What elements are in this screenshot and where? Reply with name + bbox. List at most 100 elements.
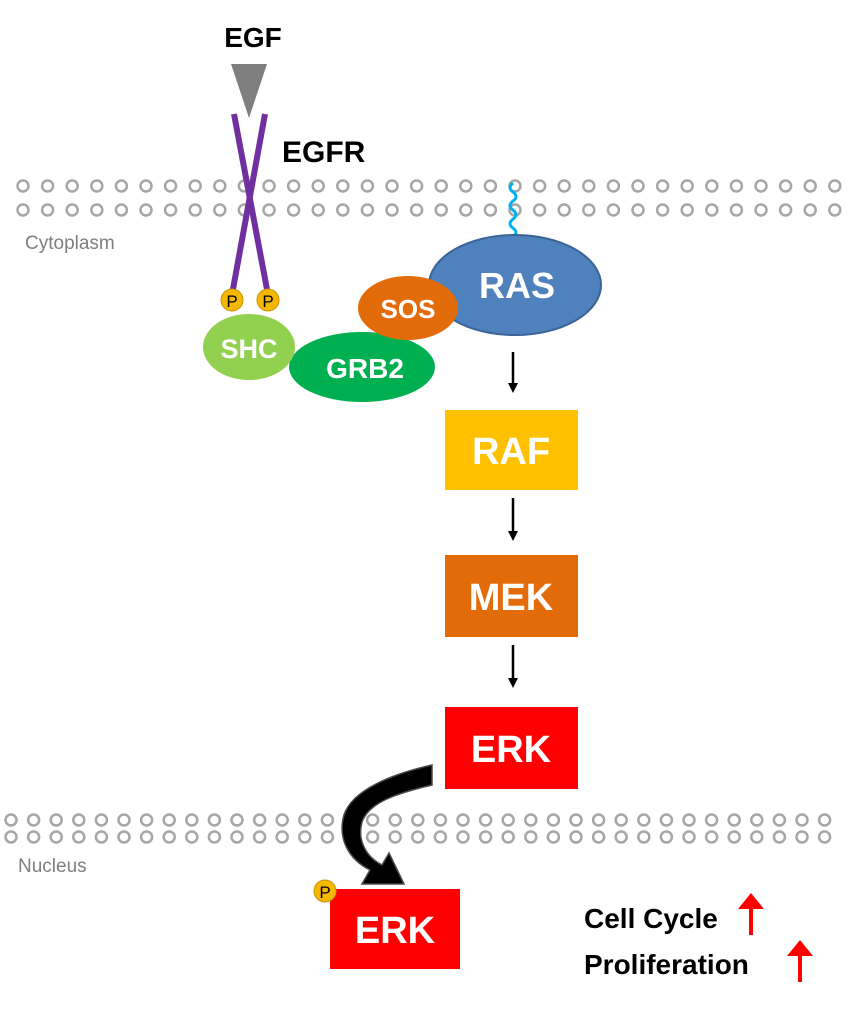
plasma-membrane-bead [90,203,104,217]
nuclear-membrane-bead [817,830,832,844]
nuclear-membrane-bead [591,813,606,827]
plasma-membrane-bead [360,179,375,193]
nuclear-membrane-bead [727,830,741,844]
plasma-membrane-bead [163,179,178,193]
nuclear-membrane-bead [94,830,109,844]
plasma-membrane-bead [114,179,129,193]
nuclear-membrane-bead [750,830,764,844]
plasma-membrane-bead [828,203,842,217]
plasma-membrane-bead [139,179,153,193]
nuclear-membrane-bead [94,813,109,827]
nuclear-membrane-bead [162,830,176,844]
nuclear-membrane-bead [388,813,402,827]
plasma-membrane-bead [286,179,301,193]
nuclear-membrane-bead [704,830,719,844]
plasma-membrane-bead [705,179,719,193]
egf-ligand-triangle [231,64,267,118]
nuclear-membrane-bead [139,813,154,827]
plasma-membrane-bead [680,203,694,217]
plasma-membrane-bead [90,179,104,193]
nucleus-label: Nucleus [18,856,87,877]
egfr-strand-left [231,113,272,301]
nuclear-membrane-bead [298,830,312,844]
nuclear-membrane-bead [117,830,131,844]
plasma-membrane-bead [680,179,694,193]
plasma-membrane-bead [311,179,325,193]
nuclear-membrane-bead [637,813,651,827]
plasma-membrane-bead [532,203,547,217]
plasma-membrane-bead [434,179,448,193]
nuclear-membrane-bead [569,813,583,827]
plasma-membrane-bead [631,179,645,193]
erk-kinase-nucleus: ERK [330,889,460,969]
nuclear-membrane-bead [433,813,448,827]
plasma-membrane-bead [336,179,350,193]
receptor-phospho-left: P [220,288,244,312]
nuclear-membrane-bead [614,813,628,827]
plasma-membrane-bead [409,203,424,217]
nuclear-membrane-bead [682,813,696,827]
receptor-phospho-right: P [256,288,280,312]
nuclear-membrane-bead [26,813,41,827]
plasma-membrane-bead [286,203,301,217]
plasma-membrane-bead [705,203,719,217]
erk-nuclear-translocation-arrow [341,764,433,885]
plasma-membrane-bead [139,203,153,217]
plasma-membrane-bead [40,203,55,217]
grb2-protein: GRB2 [289,332,435,402]
nuclear-membrane-bead [411,813,425,827]
erk-kinase-cytoplasm: ERK [445,707,578,789]
shc-label: SHC [220,334,277,364]
nuclear-membrane-bead [546,813,561,827]
plasma-membrane-bead [213,179,227,193]
plasma-membrane-bead [729,203,744,217]
nuclear-membrane-bead [704,813,719,827]
egfr-strand-right [228,113,268,301]
nuclear-membrane-bead [817,813,832,827]
plasma-membrane-bead [582,203,596,217]
nuclear-membrane-bead [4,813,18,827]
proliferation-label: Proliferation [584,949,749,980]
raf-kinase: RAF [445,410,578,490]
plasma-membrane-bead [65,203,79,217]
nuclear-membrane-bead [207,813,222,827]
mek-label: MEK [469,577,554,619]
plasma-membrane-bead [65,179,79,193]
plasma-membrane-bead [409,179,424,193]
nuclear-membrane-bead [524,813,538,827]
nuclear-membrane-bead [750,813,764,827]
plasma-membrane-bead [778,203,793,217]
nuclear-membrane-bead [72,813,86,827]
plasma-membrane-bead [213,203,227,217]
plasma-membrane-bead [114,203,129,217]
nuclear-membrane-bead [501,813,515,827]
plasma-membrane-bead [434,203,448,217]
ras-protein: RAS [428,234,602,336]
plasma-membrane-bead [311,203,325,217]
erk-nuclear-label: ERK [355,910,436,952]
cell-cycle-up-arrow-icon [738,893,764,935]
plasma-membrane-bead [606,179,621,193]
nuclear-membrane-bead [772,830,787,844]
nuclear-membrane-bead [569,830,583,844]
nuclear-membrane-bead [478,813,493,827]
nuclear-membrane-bead [230,830,244,844]
plasma-membrane-bead [557,179,571,193]
plasma-membrane [16,179,842,217]
plasma-membrane-bead [754,179,768,193]
nuclear-membrane-bead [320,813,335,827]
egfr-receptor [228,113,272,301]
plasma-membrane-bead [582,179,596,193]
nuclear-membrane-bead [388,830,402,844]
nuclear-membrane-bead [727,813,741,827]
plasma-membrane-bead [385,203,399,217]
nuclear-membrane-bead [682,830,696,844]
nuclear-membrane-bead [659,830,674,844]
plasma-membrane-bead [483,179,498,193]
nuclear-membrane-bead [411,830,425,844]
nuclear-membrane-bead [456,813,470,827]
proliferation-up-arrow-icon [787,940,813,982]
erk-label: ERK [471,729,552,771]
plasma-membrane-bead [459,203,473,217]
plasma-membrane-bead [360,203,375,217]
